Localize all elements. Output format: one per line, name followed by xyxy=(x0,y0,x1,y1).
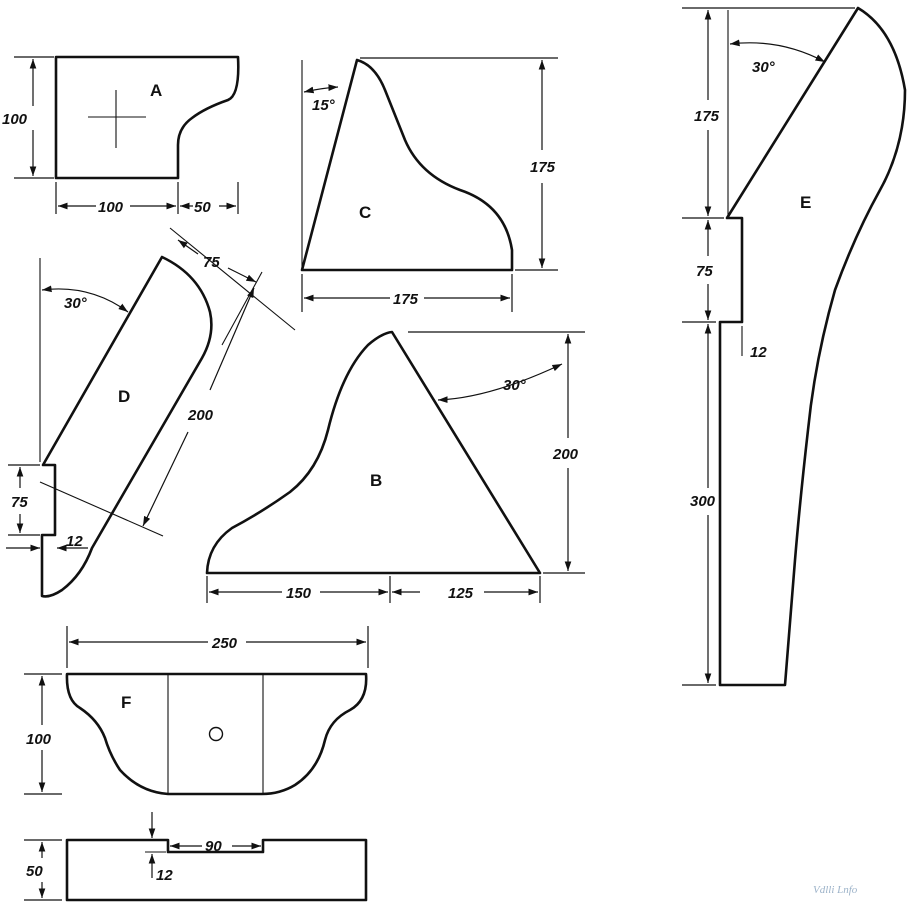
part-a-width-ext xyxy=(55,182,239,214)
part-d: D 30° 75 200 75 12 xyxy=(6,227,296,598)
part-c-label: C xyxy=(359,203,371,222)
part-f-label: F xyxy=(121,693,131,712)
part-e-lower-label: 300 xyxy=(690,493,716,510)
part-e-angle-label: 30° xyxy=(752,59,776,76)
part-d-width-dim-left xyxy=(177,239,199,255)
part-b-base-right-label: 125 xyxy=(448,585,474,602)
part-e-notch-label: 75 xyxy=(696,263,713,280)
part-a-width2-label: 50 xyxy=(194,199,211,216)
part-d-length-dim-top xyxy=(209,287,255,391)
part-a: A 100 100 50 xyxy=(2,55,240,216)
part-f-dowel-hole xyxy=(208,726,224,742)
part-d-width-label: 75 xyxy=(203,254,220,271)
part-f-width-ext xyxy=(66,626,369,668)
part-d-length-ext-top xyxy=(221,271,263,346)
part-f-divider-lines xyxy=(167,674,264,794)
part-d-length-ext-bottom xyxy=(39,481,164,537)
part-c-angle-arc xyxy=(303,84,339,94)
part-e-ext-lines xyxy=(682,7,855,686)
part-f-base: 50 90 12 xyxy=(24,812,368,902)
part-d-width-ext xyxy=(169,227,296,331)
watermark: Vdlli Lnfo xyxy=(813,884,858,896)
part-f-slot-depth-label: 12 xyxy=(156,867,173,884)
part-a-outline xyxy=(54,55,240,180)
part-c: C 15° 175 175 xyxy=(300,57,558,312)
part-d-angle-label: 30° xyxy=(64,295,88,312)
part-c-outline xyxy=(300,58,514,272)
part-a-width-label: 100 xyxy=(98,199,124,216)
part-b-angle-label: 30° xyxy=(503,377,527,394)
part-d-notch-label: 75 xyxy=(11,494,28,511)
part-e: E 30° 175 75 300 12 xyxy=(682,6,907,687)
part-b-height-ext xyxy=(408,331,585,574)
part-d-notch-ext xyxy=(8,464,40,536)
part-d-label: D xyxy=(118,387,130,406)
part-f-base-height-ext xyxy=(24,839,62,901)
part-b-angle-arc xyxy=(437,363,563,403)
part-d-length-dim-bottom xyxy=(142,431,189,527)
part-b-base-ext xyxy=(206,576,541,603)
part-c-base-label: 175 xyxy=(393,291,419,308)
part-d-angle-arc xyxy=(41,285,129,313)
part-b-height-label: 200 xyxy=(552,446,579,463)
part-f-base-height-label: 50 xyxy=(26,863,43,880)
part-d-width-dim-right xyxy=(227,267,257,283)
part-f-slot-label: 90 xyxy=(205,838,222,855)
part-a-label: A xyxy=(150,81,162,100)
part-f-height-ext xyxy=(24,673,62,795)
part-a-height-ext xyxy=(14,56,54,179)
part-d-outline xyxy=(40,255,213,598)
part-c-height-ext xyxy=(360,57,558,271)
part-d-length-label: 200 xyxy=(187,407,214,424)
part-f-width-label: 250 xyxy=(211,635,238,652)
part-c-base-ext xyxy=(301,274,513,312)
part-c-height-label: 175 xyxy=(530,159,556,176)
part-d-depth-label: 12 xyxy=(66,533,83,550)
part-f: F 250 100 xyxy=(24,626,369,796)
part-f-base-outline xyxy=(65,838,368,902)
part-e-upper-label: 175 xyxy=(694,108,720,125)
part-c-angle-label: 15° xyxy=(312,97,336,114)
part-e-depth-label: 12 xyxy=(750,344,767,361)
part-b-outline xyxy=(205,330,542,575)
part-e-angle-arc xyxy=(729,39,826,63)
part-a-height-label: 100 xyxy=(2,111,28,128)
part-b-base-left-label: 150 xyxy=(286,585,312,602)
part-e-label: E xyxy=(800,193,811,212)
part-e-outline xyxy=(718,6,907,687)
part-f-height-label: 100 xyxy=(26,731,52,748)
part-b: B 30° 200 150 125 xyxy=(205,330,585,603)
part-b-label: B xyxy=(370,471,382,490)
part-a-center-mark xyxy=(88,90,146,148)
